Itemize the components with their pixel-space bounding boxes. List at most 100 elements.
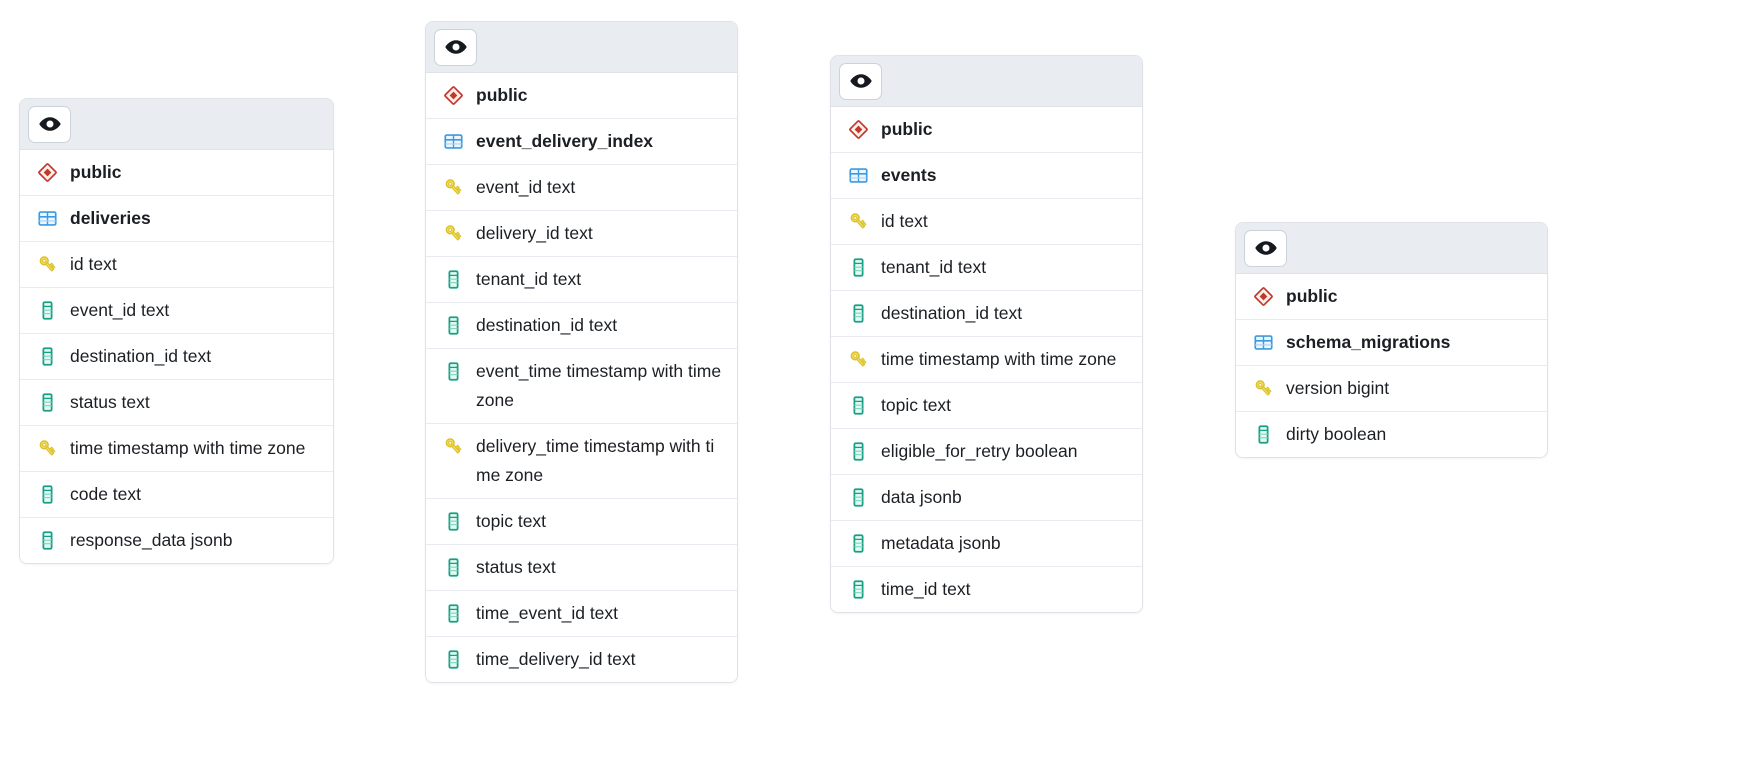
- column-icon: [847, 383, 869, 428]
- column-row[interactable]: delivery_time timestamp with time zone: [426, 424, 737, 499]
- column-icon: [36, 472, 58, 517]
- column-row[interactable]: id text: [831, 199, 1142, 245]
- column-row[interactable]: destination_id text: [426, 303, 737, 349]
- table-name-row[interactable]: schema_migrations: [1236, 320, 1547, 366]
- column-label: code text: [70, 484, 142, 504]
- table-name-row[interactable]: event_delivery_index: [426, 119, 737, 165]
- column-row[interactable]: destination_id text: [20, 334, 333, 380]
- table-name-row[interactable]: events: [831, 153, 1142, 199]
- column-row[interactable]: destination_id text: [831, 291, 1142, 337]
- column-icon: [442, 349, 464, 394]
- column-row[interactable]: tenant_id text: [831, 245, 1142, 291]
- column-icon: [1252, 412, 1274, 457]
- schema-label: public: [1286, 286, 1338, 306]
- column-label: tenant_id text: [881, 257, 987, 277]
- visibility-toggle-button[interactable]: [1244, 229, 1287, 267]
- column-row[interactable]: event_id text: [20, 288, 333, 334]
- column-label: eligible_for_retry boolean: [881, 441, 1078, 461]
- column-icon: [847, 291, 869, 336]
- column-row[interactable]: status text: [20, 380, 333, 426]
- column-label: id text: [70, 254, 117, 274]
- column-label: event_id text: [476, 177, 576, 197]
- table-grid-icon: [442, 119, 464, 164]
- visibility-toggle-button[interactable]: [434, 28, 477, 66]
- eye-icon: [444, 35, 468, 59]
- key-icon: [442, 424, 464, 469]
- visibility-toggle-button[interactable]: [28, 105, 71, 143]
- column-icon: [847, 567, 869, 612]
- eye-icon: [849, 69, 873, 93]
- column-icon: [442, 637, 464, 682]
- column-icon: [442, 499, 464, 544]
- column-icon: [36, 334, 58, 379]
- table-name-label: events: [881, 165, 937, 185]
- column-label: status text: [70, 392, 150, 412]
- column-label: delivery_time timestamp with time zone: [476, 436, 715, 485]
- visibility-toggle-button[interactable]: [839, 62, 882, 100]
- column-row[interactable]: topic text: [426, 499, 737, 545]
- column-row[interactable]: time_event_id text: [426, 591, 737, 637]
- column-label: id text: [881, 211, 928, 231]
- table-grid-icon: [847, 153, 869, 198]
- column-icon: [847, 475, 869, 520]
- column-row[interactable]: id text: [20, 242, 333, 288]
- column-label: time_event_id text: [476, 603, 619, 623]
- schema-row[interactable]: public: [426, 73, 737, 119]
- schema-diamond-icon: [847, 107, 869, 152]
- column-icon: [442, 303, 464, 348]
- column-row[interactable]: code text: [20, 472, 333, 518]
- key-icon: [847, 199, 869, 244]
- column-icon: [847, 521, 869, 566]
- column-row[interactable]: time timestamp with time zone: [20, 426, 333, 472]
- table-grid-icon: [1252, 320, 1274, 365]
- table-name-label: schema_migrations: [1286, 332, 1451, 352]
- column-icon: [442, 257, 464, 302]
- column-label: time_id text: [881, 579, 971, 599]
- table-card-schema_migrations[interactable]: public schema_migrations version bigint …: [1235, 222, 1548, 458]
- column-label: delivery_id text: [476, 223, 593, 243]
- column-row[interactable]: time_id text: [831, 567, 1142, 612]
- column-row[interactable]: delivery_id text: [426, 211, 737, 257]
- table-card-header: [426, 22, 737, 73]
- key-icon: [442, 165, 464, 210]
- column-row[interactable]: event_id text: [426, 165, 737, 211]
- column-label: metadata jsonb: [881, 533, 1001, 553]
- schema-row[interactable]: public: [831, 107, 1142, 153]
- column-icon: [442, 591, 464, 636]
- column-row[interactable]: data jsonb: [831, 475, 1142, 521]
- column-row[interactable]: dirty boolean: [1236, 412, 1547, 457]
- column-row[interactable]: tenant_id text: [426, 257, 737, 303]
- schema-row[interactable]: public: [1236, 274, 1547, 320]
- key-icon: [1252, 366, 1274, 411]
- table-card-events[interactable]: public events id text tenant_id text des…: [830, 55, 1143, 613]
- column-label: response_data jsonb: [70, 530, 233, 550]
- column-row[interactable]: status text: [426, 545, 737, 591]
- table-name-label: deliveries: [70, 208, 151, 228]
- eye-icon: [38, 112, 62, 136]
- column-label: topic text: [476, 511, 547, 531]
- column-row[interactable]: metadata jsonb: [831, 521, 1142, 567]
- column-row[interactable]: event_time timestamp with time zone: [426, 349, 737, 424]
- column-label: version bigint: [1286, 378, 1390, 398]
- table-card-deliveries[interactable]: public deliveries id text event_id text …: [19, 98, 334, 564]
- column-label: event_time timestamp with time zone: [476, 361, 726, 410]
- column-label: destination_id text: [476, 315, 618, 335]
- column-row[interactable]: time_delivery_id text: [426, 637, 737, 682]
- column-label: time timestamp with time zone: [881, 349, 1117, 369]
- column-icon: [847, 245, 869, 290]
- column-row[interactable]: eligible_for_retry boolean: [831, 429, 1142, 475]
- table-card-event_delivery_index[interactable]: public event_delivery_index event_id tex…: [425, 21, 738, 683]
- column-icon: [36, 288, 58, 333]
- table-grid-icon: [36, 196, 58, 241]
- column-label: dirty boolean: [1286, 424, 1387, 444]
- column-label: destination_id text: [70, 346, 212, 366]
- column-row[interactable]: topic text: [831, 383, 1142, 429]
- column-row[interactable]: time timestamp with time zone: [831, 337, 1142, 383]
- column-row[interactable]: version bigint: [1236, 366, 1547, 412]
- column-icon: [442, 545, 464, 590]
- column-row[interactable]: response_data jsonb: [20, 518, 333, 563]
- schema-diamond-icon: [1252, 274, 1274, 319]
- column-label: data jsonb: [881, 487, 962, 507]
- table-name-row[interactable]: deliveries: [20, 196, 333, 242]
- schema-row[interactable]: public: [20, 150, 333, 196]
